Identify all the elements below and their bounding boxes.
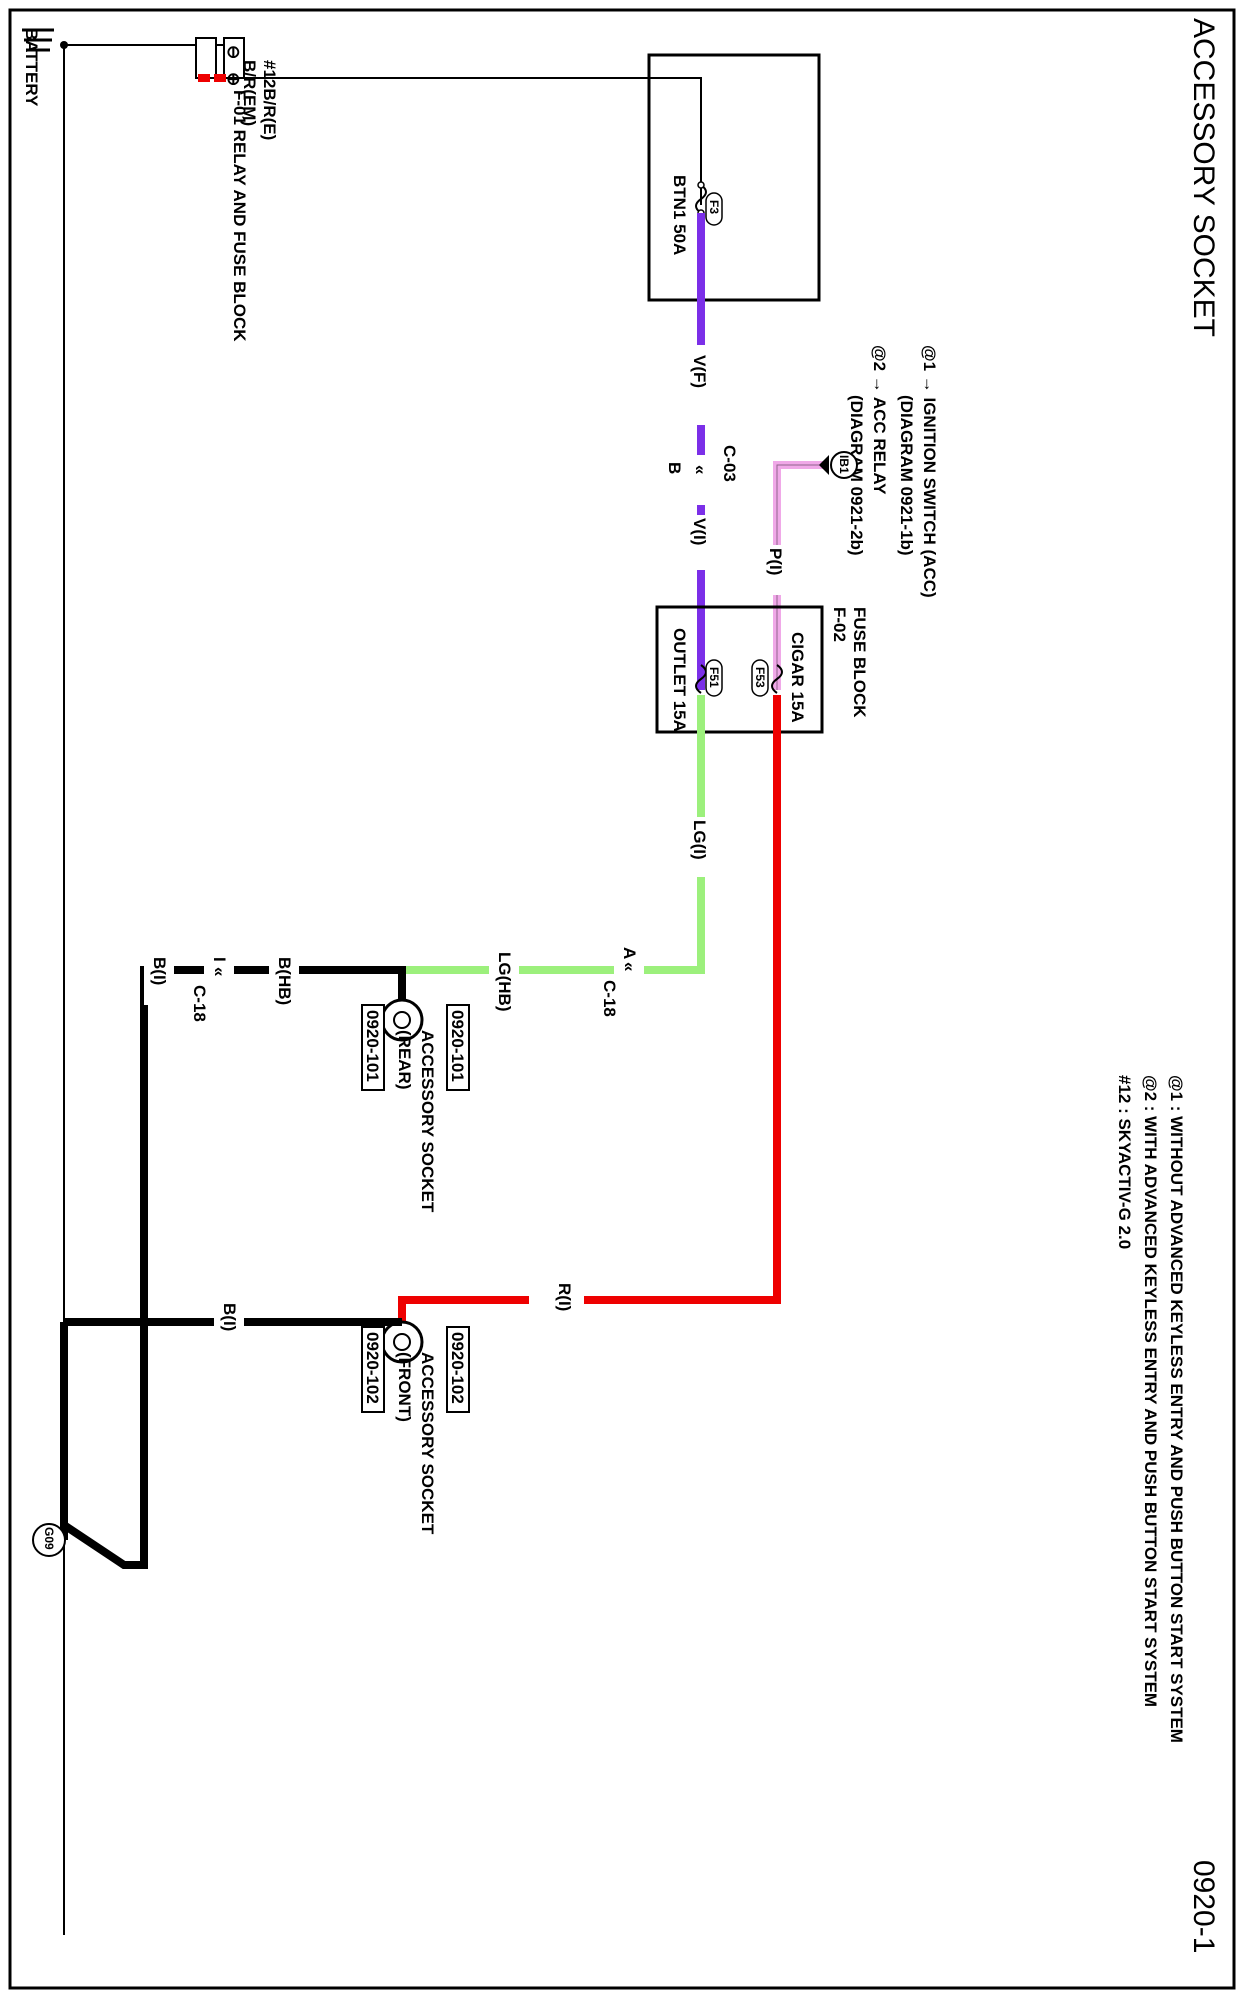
relay-fuse-block-box [647,53,821,302]
cigar-fuse-label: CIGAR 15A [788,632,807,723]
source-ref-text: IB1 [837,455,851,474]
front-socket-ref-bottom-box [361,1326,385,1413]
fuse-id-f3: F3 [707,200,721,214]
connector-c18-i-name: C-18 [190,985,209,1022]
ground-g09-badge [32,1523,66,1557]
fuse-block-box [655,605,824,734]
relay-fuse-block-label: F-01 RELAY AND FUSE BLOCK [230,90,249,342]
fuse-id-f51: F51 [707,667,721,688]
fuse-id-f53-badge [751,659,769,697]
source-ref-badge [830,451,858,479]
battery-icon [195,37,245,79]
front-socket-ref-top-box [446,1326,470,1413]
outlet-fuse-label: OUTLET 15A [670,628,689,732]
battery-minus-icon: ⊖ [224,45,243,59]
fuse-id-f51-badge [705,659,723,697]
page-border [8,8,1236,1990]
ignition-note-3: @2 → ACC RELAY [870,345,889,495]
battery-connector-marker-2 [198,74,210,82]
wire-label-pi: P(I) [766,548,785,575]
wire-black-rear-ground [61,966,406,1569]
ground-g09-text: G09 [42,1527,56,1550]
battery-caption: BATTERY [22,28,41,107]
wire-label-bhb: B(HB) [275,957,294,1005]
fuse-outlet-icon [695,664,707,694]
rear-socket-ref-top: 0920-101 [448,1010,467,1082]
fuse-block-id: F-02 [830,607,849,642]
wire-label-lghb: LG(HB) [495,952,514,1011]
rear-socket-label: ACCESSORY SOCKET [418,1030,437,1213]
front-socket-position: (FRONT) [395,1352,414,1422]
wire-red-ri [398,695,781,1322]
fuse-id-f53: F53 [753,667,767,688]
wire-pink-pi [773,461,829,690]
connector-c18-a-symbol-icon: « [620,962,639,971]
rear-socket-ref-bottom: 0920-101 [363,1010,382,1082]
fuse-btn1-icon [695,184,707,214]
connector-c03-name: C-03 [720,445,739,482]
connector-c18-a-name: C-18 [600,980,619,1017]
wire-label-lgi: LG(I) [690,820,709,860]
ignition-note-2: (DIAGRAM 0921-1b) [897,395,916,556]
battery-wire-label-1: B/R(EM) [240,60,259,126]
junction-dot [60,41,68,49]
fuse-cigar-icon [771,664,783,694]
battery-connector-marker [214,74,226,82]
connector-c03-symbol-icon: « [691,465,710,474]
rear-socket-ref-bottom-box [361,1004,385,1091]
connector-c03-pin: B [665,462,684,474]
diagram-title: ACCESSORY SOCKET [1187,18,1220,337]
rear-socket-ref-top-box [446,1004,470,1091]
wire-label-ri: R(I) [555,1283,574,1311]
front-socket-label: ACCESSORY SOCKET [418,1352,437,1535]
fuse-id-f3-badge [705,192,723,226]
wire-label-vf: V(F) [690,355,709,388]
footnote-at2: @2 : WITH ADVANCED KEYLESS ENTRY AND PUS… [1141,1075,1160,1707]
front-socket-ref-top: 0920-102 [448,1332,467,1404]
battery-plus-icon: ⊕ [224,72,243,86]
connector-c18-i-symbol-icon: « [210,967,229,976]
rear-socket-position: (REAR) [395,1030,414,1090]
wire-label-bi-front: B(I) [220,1303,239,1331]
ignition-note-1: @1 → IGNITION SWITCH (ACC) [920,345,939,598]
ground-symbol-icon [22,28,54,52]
connector-c18-i-pin: I [210,957,229,962]
front-socket-ref-bottom: 0920-102 [363,1332,382,1404]
btn1-fuse-label: BTN1 50A [670,175,689,255]
fuse-block-label: FUSE BLOCK [850,607,869,718]
footnote-n12: #12 : SKYACTIV-G 2.0 [1115,1075,1134,1249]
connector-c18-a-pin: A [620,947,639,959]
source-arrow-icon [819,455,829,475]
footnote-at1: @1 : WITHOUT ADVANCED KEYLESS ENTRY AND … [1167,1075,1186,1743]
wire-label-vi: V(I) [690,518,709,545]
ignition-note-4: (DIAGRAM 0921-2b) [847,395,866,556]
page-number: 0920-1 [1187,1860,1220,1953]
wire-label-bi-rear: B(I) [150,957,169,985]
battery-wire-label-2: #12B/R(E) [260,60,279,140]
wire-light-green [398,695,705,1000]
wire-battery-to-btn1 [220,77,702,205]
